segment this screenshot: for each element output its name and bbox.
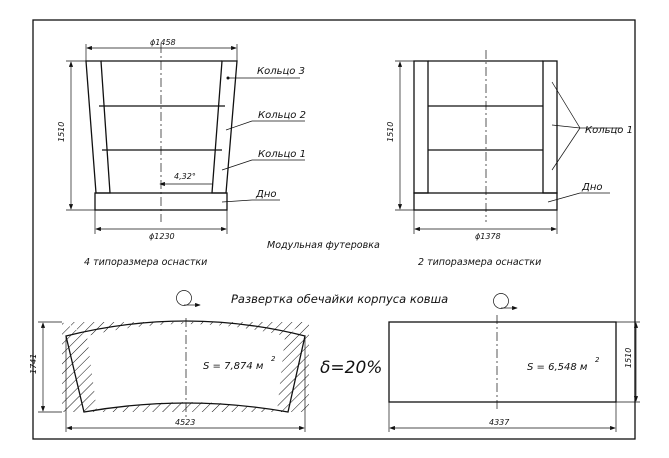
angle-label: 4,32° — [174, 172, 196, 181]
right-ladle-section — [395, 50, 622, 234]
right-wall-hatch — [211, 60, 238, 194]
area-right: S = 6,548 м — [527, 362, 588, 373]
area-right-exponent: 2 — [595, 356, 600, 364]
modular-lining-label: Модульная футеровка — [267, 240, 380, 251]
rectangular-development-shape — [388, 321, 617, 403]
dim-height-right: 1510 — [386, 122, 395, 142]
ring1-left-label: Кольцо 1 — [258, 149, 306, 160]
dim-height-lower-left: 1741 — [29, 354, 38, 374]
left-ladle-section — [66, 44, 305, 234]
dim-top-left: ϕ1458 — [150, 38, 176, 47]
rotation-icon-left — [176, 290, 201, 308]
drawing-frame — [32, 19, 636, 440]
delta-label: δ=20% — [320, 358, 382, 378]
area-left-exponent: 2 — [271, 355, 276, 363]
bottom-left-label: Дно — [255, 189, 276, 200]
bottom-right-label: Дно — [581, 182, 602, 193]
dim-width-lower-right: 4337 — [489, 418, 510, 427]
dim-height-lower-right: 1510 — [624, 348, 633, 368]
right-ladle-bottom — [413, 192, 558, 211]
left-development — [38, 318, 309, 432]
ring3-label: Кольцо 3 — [257, 66, 305, 77]
caption-right: 2 типоразмера оснастки — [418, 257, 541, 268]
curved-development-shape — [65, 320, 306, 413]
ring2-label: Кольцо 2 — [258, 110, 306, 121]
ring1-right-label: Кольцо 1 — [585, 125, 633, 136]
caption-left: 4 типоразмера оснастки — [84, 257, 207, 268]
dim-width-lower-left: 4523 — [175, 418, 195, 427]
area-left: S = 7,874 м — [203, 361, 264, 372]
right-development — [388, 315, 640, 432]
dim-bottom-left: ϕ1230 — [149, 232, 175, 241]
rotation-icon-right — [493, 293, 518, 311]
left-wall-hatch — [85, 60, 111, 194]
right-ladle-left-wall — [413, 60, 429, 194]
development-title: Развертка обечайки корпуса ковша — [231, 292, 448, 306]
right-ladle-right-wall — [542, 60, 558, 194]
dim-height-left: 1510 — [57, 122, 66, 142]
dim-bottom-right: ϕ1378 — [475, 232, 501, 241]
